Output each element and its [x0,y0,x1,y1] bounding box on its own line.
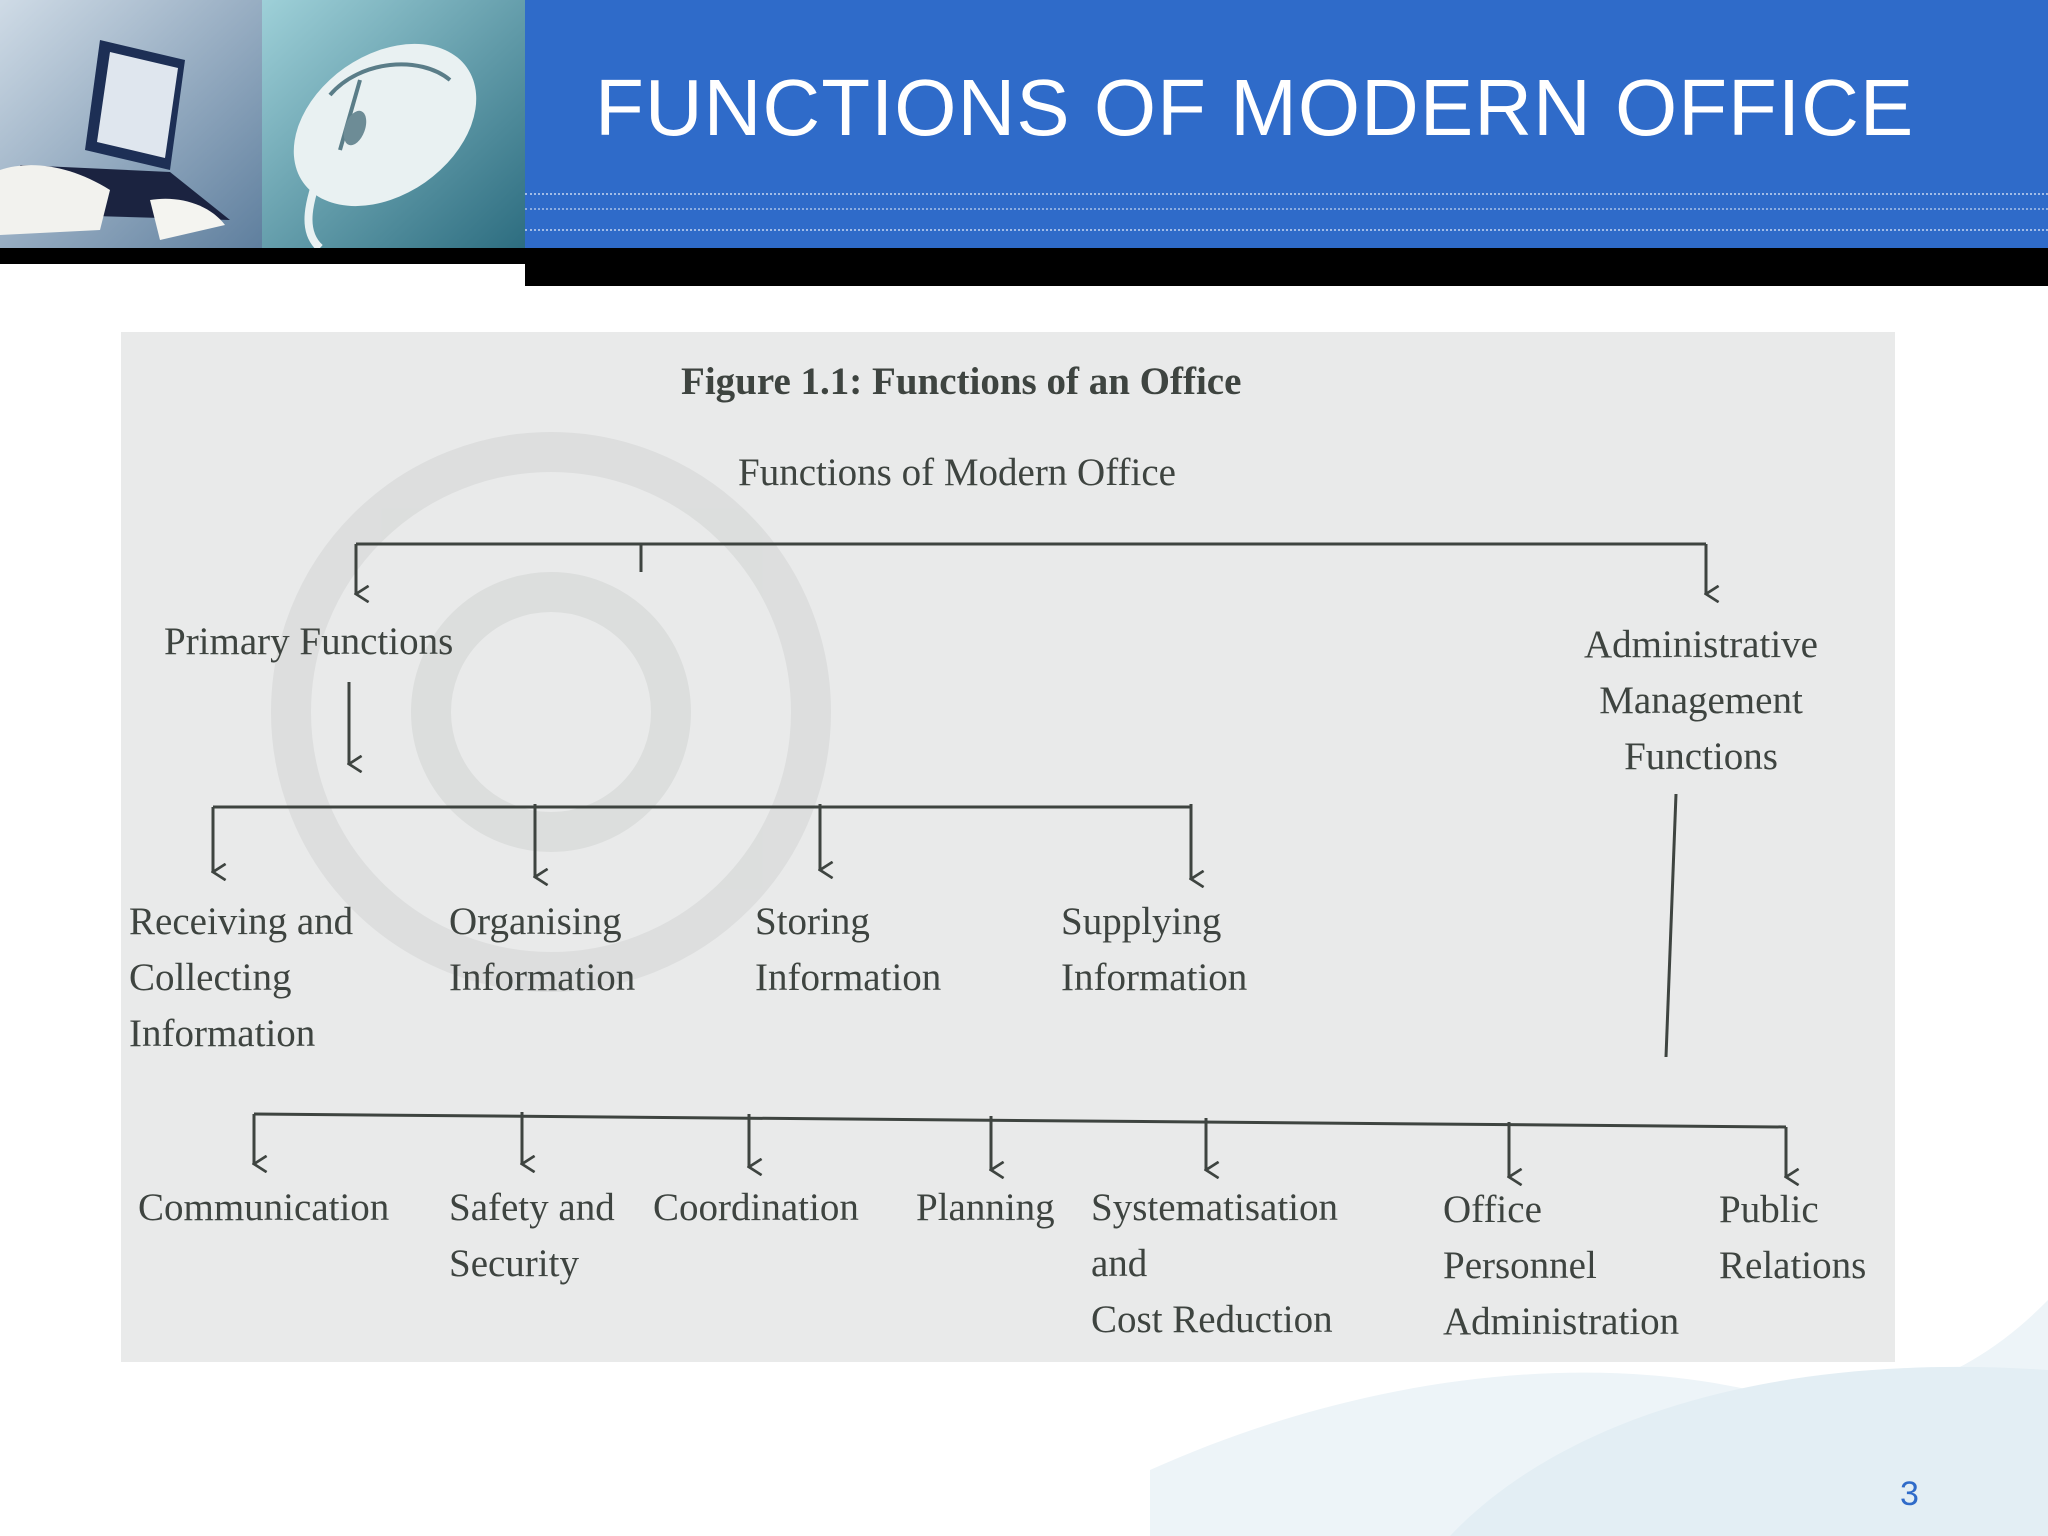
figure-caption: Figure 1.1: Functions of an Office [681,360,1242,403]
header-black-strip [525,248,2048,286]
figure-connectors [121,432,1895,1362]
connector-admin-horizontal [253,1112,1787,1129]
primary-child-receiving: Receiving and Collecting Information [129,900,354,1055]
admin-child-public-relations: Public Relations [1719,1188,1867,1287]
admin-child-personnel: Office Personnel Administration [1443,1188,1680,1343]
header-dotted-lines [525,193,2048,231]
administrative-functions-node: Administrative Management Functions [1584,623,1818,778]
primary-child-supplying: Supplying Information [1061,900,1248,999]
header-photo [0,0,525,248]
slide-title: FUNCTIONS OF MODERN OFFICE [595,63,1915,152]
root-node: Functions of Modern Office [738,451,1176,494]
background-swirl [1150,1300,2048,1536]
admin-child-coordination: Coordination [653,1186,859,1229]
admin-child-planning: Planning [916,1186,1055,1229]
header-black-strip-left [0,248,525,264]
page-number: 3 [1900,1475,1919,1513]
admin-child-systematisation: Systematisation and Cost Reduction [1091,1186,1338,1341]
laptop-icon [0,40,230,240]
primary-child-organising: Organising Information [449,900,636,999]
primary-functions-node: Primary Functions [164,620,454,663]
connector-admin-down [1664,793,1678,1058]
primary-child-storing: Storing Information [755,900,942,999]
admin-child-communication: Communication [138,1186,390,1229]
figure-functions-of-office: Figure 1.1: Functions of an Office Funct… [121,332,1895,1362]
header-bar [525,0,2048,248]
admin-child-safety: Safety and Security [449,1186,615,1285]
mouse-icon [293,43,477,248]
